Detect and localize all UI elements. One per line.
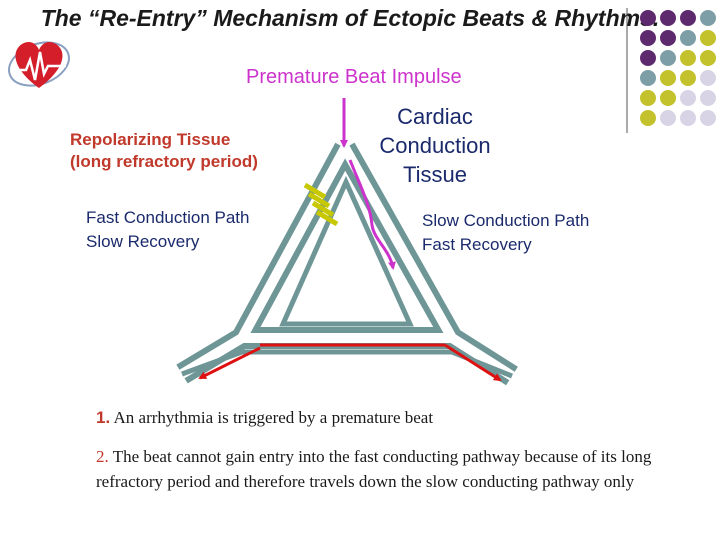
decorative-dot — [700, 110, 716, 126]
decorative-dot — [660, 10, 676, 26]
tissue-inner-band — [179, 145, 515, 381]
heart-ecg-logo-icon — [8, 41, 70, 88]
repolarizing-line1: Repolarizing Tissue — [70, 130, 231, 149]
decorative-dot — [680, 30, 696, 46]
decorative-dot — [700, 90, 716, 106]
note-2-text: The beat cannot gain entry into the fast… — [96, 447, 652, 491]
fast-path-line2: Slow Recovery — [86, 232, 200, 251]
fast-path-line1: Fast Conduction Path — [86, 208, 250, 227]
decorative-dot — [680, 110, 696, 126]
decorative-dot-grid — [626, 8, 716, 133]
inner-triangle — [279, 175, 414, 327]
cardiac-line3: Tissue — [403, 162, 467, 187]
decorative-dot — [700, 70, 716, 86]
decorative-dot — [660, 90, 676, 106]
decorative-dot — [640, 10, 656, 26]
reentry-path-right — [444, 343, 502, 382]
decorative-dot — [640, 70, 656, 86]
cardiac-line2: Conduction — [379, 133, 491, 158]
slow-conduction-label: Slow Conduction Path Fast Recovery — [422, 209, 589, 257]
slow-path-impulse-arrow — [348, 159, 396, 270]
note-1-text: An arrhythmia is triggered by a prematur… — [113, 408, 434, 427]
reentry-path-left — [198, 346, 261, 380]
slow-path-line1: Slow Conduction Path — [422, 211, 590, 230]
bottom-band — [181, 349, 513, 379]
decorative-dot — [680, 70, 696, 86]
decorative-dot — [660, 110, 676, 126]
decorative-dot — [680, 10, 696, 26]
premature-beat-label: Premature Beat Impulse — [246, 66, 462, 88]
repolarizing-line2: (long refractory period) — [70, 152, 258, 171]
cardiac-line1: Cardiac — [397, 104, 473, 129]
decorative-dot — [700, 10, 716, 26]
decorative-dot — [640, 90, 656, 106]
note-1: 1. An arrhythmia is triggered by a prema… — [96, 408, 433, 428]
slow-path-line2: Fast Recovery — [422, 235, 532, 254]
fast-conduction-label: Fast Conduction Path Slow Recovery — [86, 206, 249, 254]
note-1-number: 1. — [96, 408, 111, 427]
note-2-number: 2. — [96, 447, 109, 466]
decorative-dot — [680, 50, 696, 66]
conduction-block-marks — [303, 182, 339, 227]
decorative-dot — [640, 50, 656, 66]
cardiac-conduction-label: Cardiac Conduction Tissue — [360, 102, 510, 189]
decorative-dot — [660, 30, 676, 46]
decorative-dot — [640, 30, 656, 46]
decorative-dot — [660, 50, 676, 66]
decorative-dot — [700, 30, 716, 46]
note-2: 2. The beat cannot gain entry into the f… — [96, 444, 666, 494]
repolarizing-tissue-label: Repolarizing Tissue (long refractory per… — [70, 129, 258, 173]
page-title: The “Re-Entry” Mechanism of Ectopic Beat… — [40, 5, 660, 31]
decorative-dot — [660, 70, 676, 86]
decorative-dot — [680, 90, 696, 106]
decorative-dot — [700, 50, 716, 66]
decorative-dot — [640, 110, 656, 126]
